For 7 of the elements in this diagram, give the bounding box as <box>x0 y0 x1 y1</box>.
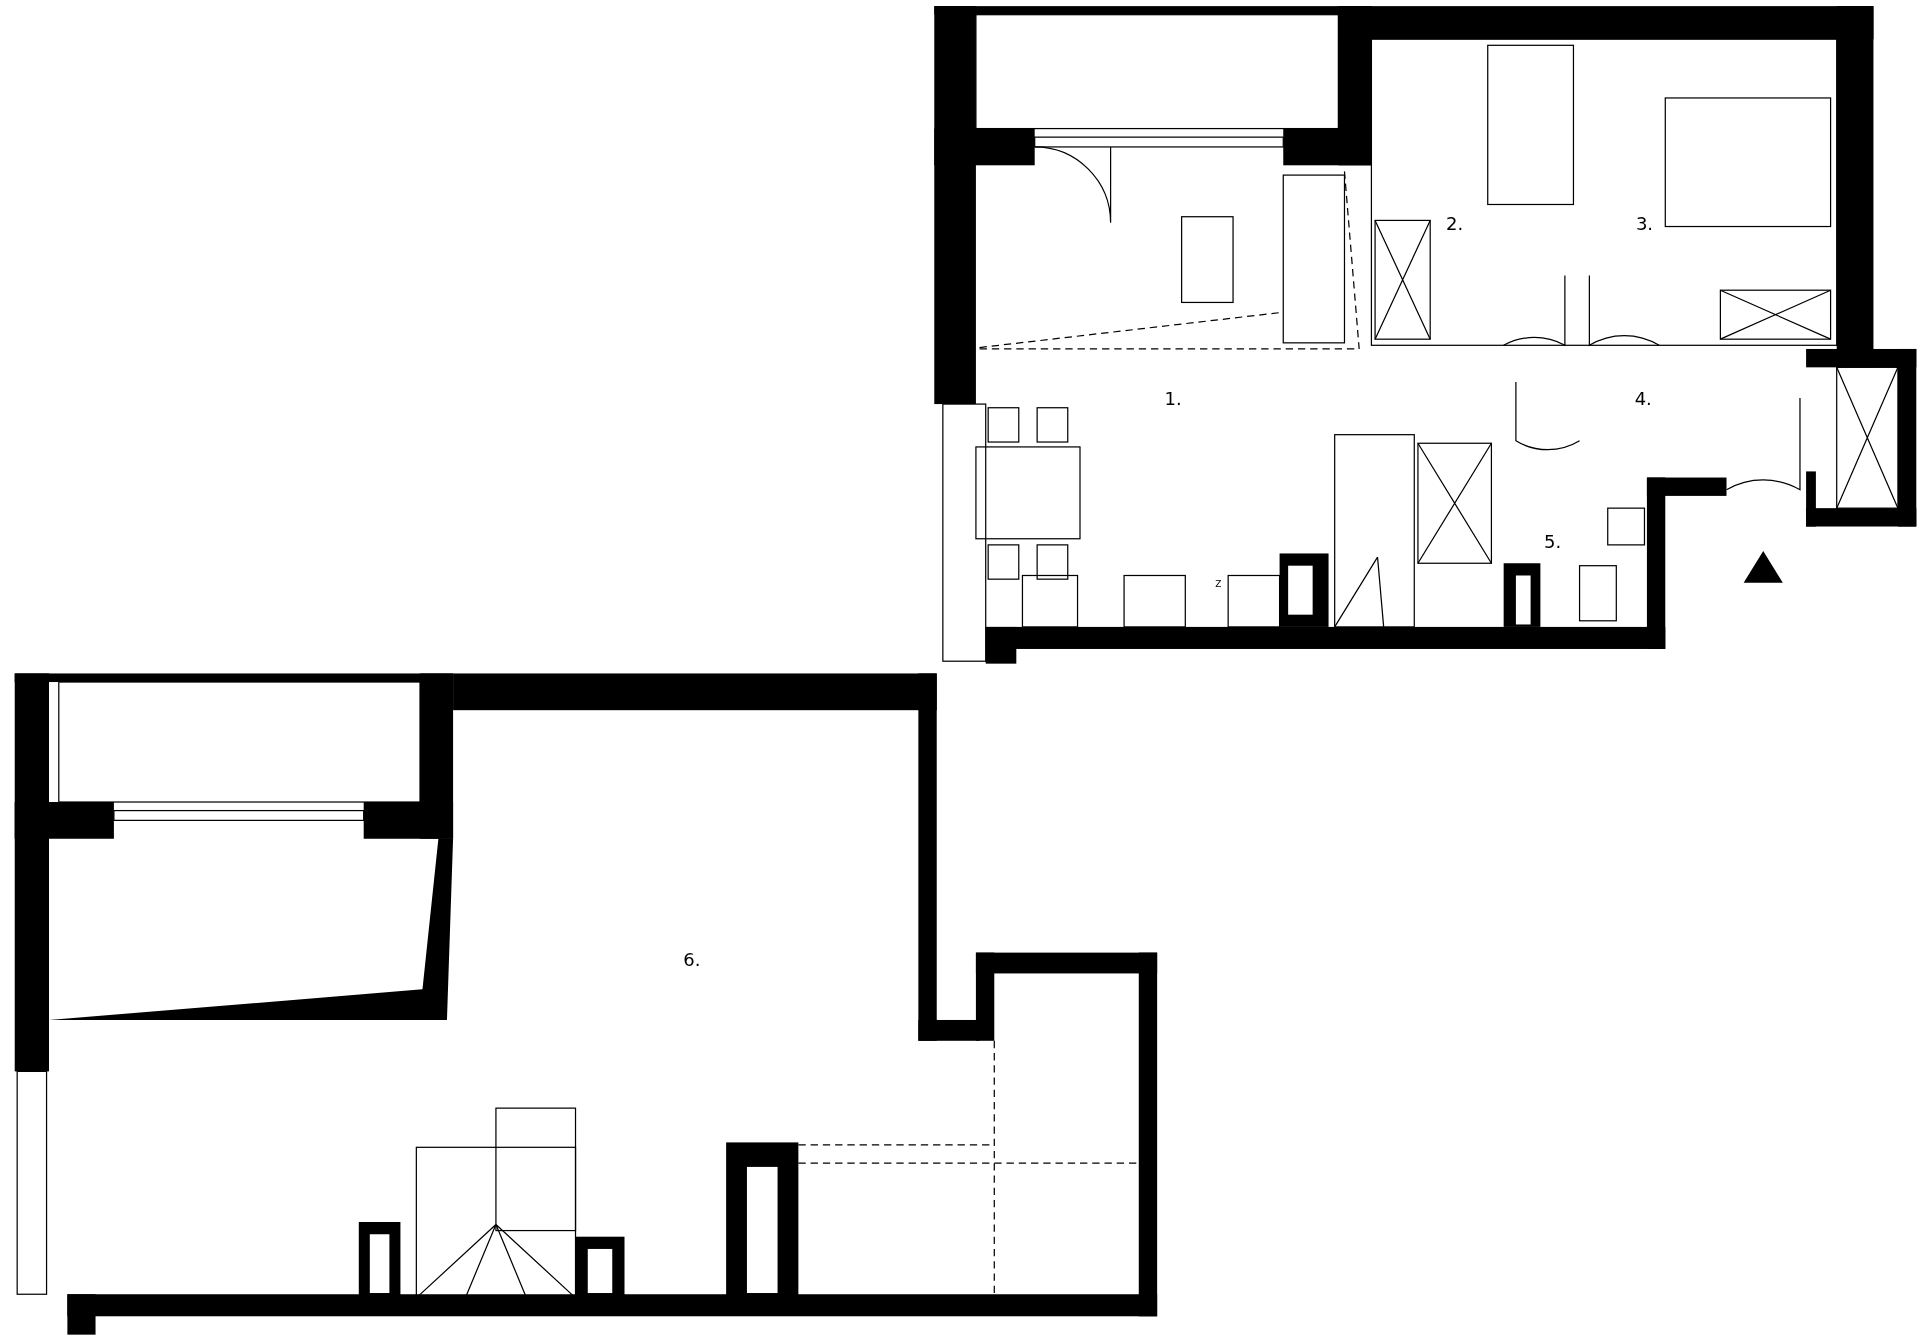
room-number: 3. <box>1635 212 1654 234</box>
room-number: 1. <box>1164 387 1182 409</box>
room-number: 6. <box>683 948 701 970</box>
appliance-mark: Z <box>1215 579 1222 590</box>
room-number: 5. <box>1544 530 1562 552</box>
room-number: 2. <box>1446 212 1464 234</box>
room-number: 4. <box>1634 387 1652 409</box>
